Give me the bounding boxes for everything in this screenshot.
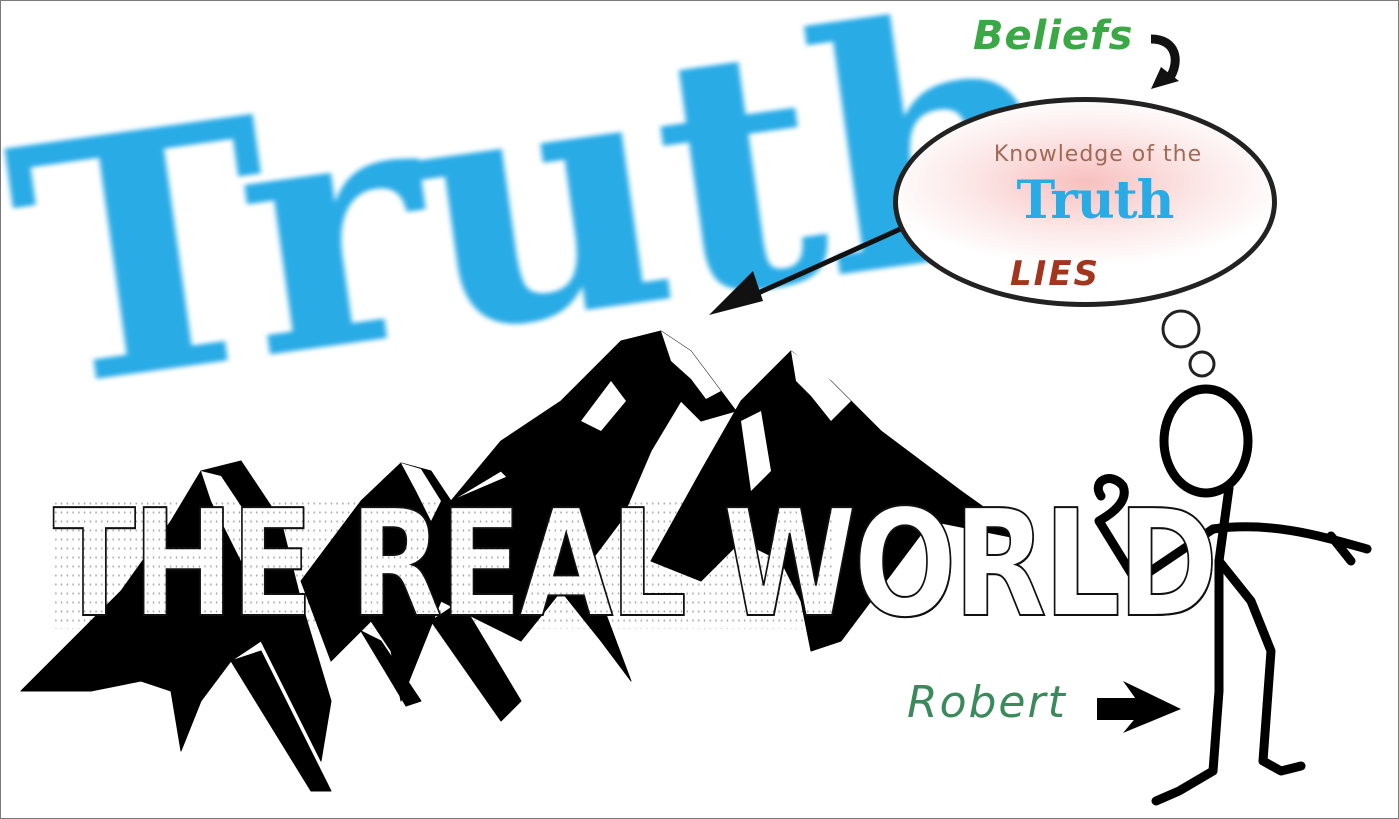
real-world-title: THE REAL WORLD xyxy=(52,478,1219,650)
thought-bubble: Knowledge of the Truth LIES xyxy=(893,97,1277,307)
truth-text: Truth xyxy=(1016,170,1175,231)
beliefs-label: Beliefs xyxy=(973,13,1134,59)
stick-figure-icon xyxy=(1094,384,1372,806)
thought-dot-large xyxy=(1161,309,1201,349)
thought-dot-small xyxy=(1188,350,1216,378)
robert-arrow-icon xyxy=(1097,681,1181,733)
robert-label: Robert xyxy=(907,677,1067,728)
knowledge-text: Knowledge of the xyxy=(993,142,1203,167)
curved-arrow-icon xyxy=(1150,34,1180,89)
lies-text: LIES xyxy=(1010,254,1101,294)
